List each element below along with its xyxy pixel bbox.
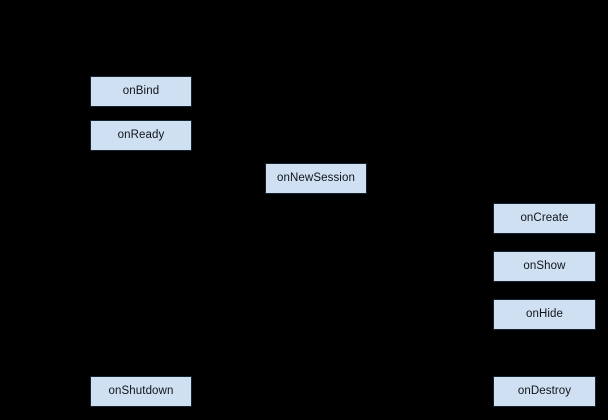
node-label: onHide [525, 307, 564, 320]
node-label: onBind [122, 84, 160, 97]
node-on-destroy[interactable]: onDestroy [493, 376, 596, 407]
node-label: onCreate [520, 211, 569, 224]
node-on-ready[interactable]: onReady [90, 120, 192, 151]
node-label: onDestroy [517, 384, 572, 397]
connector-lines [140, 107, 545, 376]
node-label: onNewSession [277, 171, 355, 184]
node-on-create[interactable]: onCreate [493, 203, 596, 234]
node-on-new-session[interactable]: onNewSession [265, 163, 367, 194]
node-label: onShutdown [108, 384, 174, 397]
node-on-bind[interactable]: onBind [90, 76, 192, 107]
node-on-hide[interactable]: onHide [493, 299, 596, 330]
node-label: onReady [117, 128, 165, 141]
node-label: onShow [523, 259, 566, 272]
node-on-shutdown[interactable]: onShutdown [90, 376, 192, 407]
edge-newsession-create [315, 194, 545, 203]
edge-ready-newsession [140, 151, 317, 163]
node-on-show[interactable]: onShow [493, 251, 596, 282]
